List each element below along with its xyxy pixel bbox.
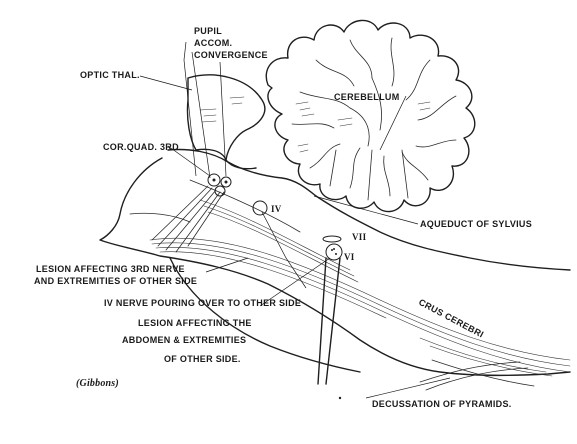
label-aqueduct: AQUEDUCT OF SYLVIUS: [420, 219, 532, 229]
label-nerve-vii: VII: [352, 232, 367, 242]
dot-marker: [339, 397, 341, 399]
label-accom: ACCOM.: [194, 38, 232, 48]
label-pupil: PUPIL: [194, 26, 222, 36]
label-convergence: CONVERGENCE: [194, 50, 268, 60]
label-cor-quad: COR.QUAD. 3RD: [103, 142, 179, 152]
label-lesion-3rd-line1: LESION AFFECTING 3RD NERVE: [36, 264, 185, 274]
label-lesion-abdomen-line1: LESION AFFECTING THE: [138, 318, 252, 328]
label-crus-cerebri: CRUS CEREBRI: [417, 297, 485, 340]
seventh-nerve-nucleus: [323, 236, 341, 242]
corpora-quadrigemina-outline: [168, 150, 316, 197]
label-lesion-abdomen-line2: ABDOMEN & EXTREMITIES: [122, 335, 246, 345]
label-lesion-abdomen-line3: OF OTHER SIDE.: [164, 354, 241, 364]
label-lesion-3rd-line2: AND EXTREMITIES OF OTHER SIDE: [34, 276, 197, 286]
label-nerve-vi: VI: [344, 252, 355, 262]
label-iv-pouring: IV NERVE POURING OVER TO OTHER SIDE: [104, 298, 301, 308]
optic-thalamus-outline: [187, 75, 264, 160]
label-credit: (Gibbons): [76, 378, 119, 389]
label-nerve-iv: IV: [271, 204, 282, 214]
label-optic-thal: OPTIC THAL.: [80, 70, 140, 80]
label-decussation: DECUSSATION OF PYRAMIDS.: [372, 399, 512, 409]
label-cerebellum: CEREBELLUM: [334, 92, 400, 102]
